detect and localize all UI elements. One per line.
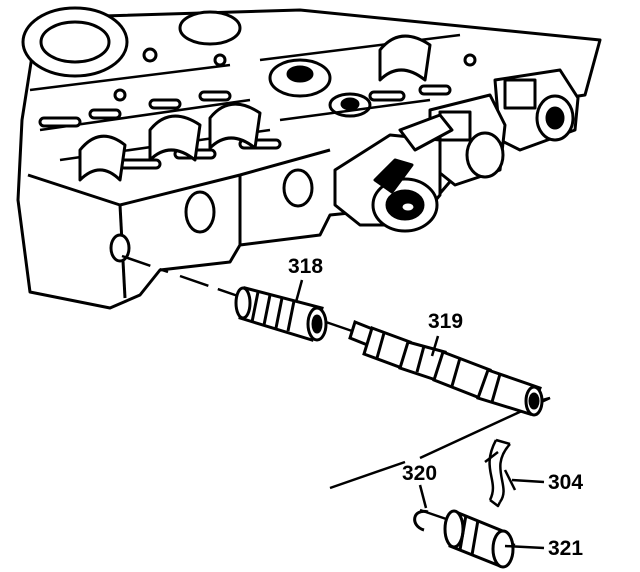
part-319-valve-spool	[348, 320, 544, 417]
callout-304: 304	[548, 471, 583, 494]
part-320-retainer-ring	[413, 509, 429, 532]
part-318-sleeve	[234, 286, 328, 342]
part-321-plug	[443, 509, 515, 569]
valve-body-casting	[16, 6, 602, 310]
part-304-clip	[484, 438, 517, 508]
callout-319: 319	[428, 310, 463, 333]
callout-labels: 318 319 320 304 321	[288, 255, 583, 560]
callout-321: 321	[548, 537, 583, 560]
solenoid-assembly	[333, 68, 580, 233]
callout-320: 320	[402, 462, 437, 485]
callout-318: 318	[288, 255, 323, 278]
callout-leaders	[294, 279, 545, 550]
